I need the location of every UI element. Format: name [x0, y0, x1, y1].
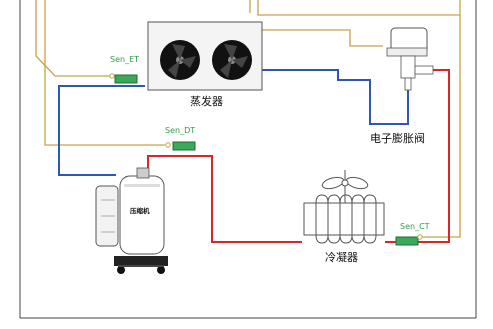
sensor-wires: [35, 0, 461, 238]
suction-line: [58, 69, 409, 176]
fan-icon: [212, 40, 252, 80]
evaporator-label: 蒸发器: [190, 95, 223, 108]
sensor-dt-probe: [165, 141, 196, 151]
compressor-icon: [95, 167, 168, 274]
diagram-frame: [19, 0, 477, 319]
sensor-et-label: Sen_ET: [110, 55, 140, 64]
condenser-label: 冷凝器: [325, 251, 358, 264]
fan-icon: [160, 40, 200, 80]
sensor-ct-label: Sen_CT: [400, 222, 430, 231]
condenser-coil-icon: [303, 194, 385, 244]
expansion-valve-icon: [386, 27, 434, 91]
sensor-dt-label: Sen_DT: [165, 126, 196, 135]
fan-icon: [321, 170, 369, 203]
sensor-et-probe: [109, 73, 138, 84]
compressor-label: 压缩机: [130, 207, 150, 215]
sensor-ct-probe: [395, 234, 423, 246]
eev-label: 电子膨胀阀: [370, 132, 425, 145]
evaporator-unit: [147, 21, 263, 91]
